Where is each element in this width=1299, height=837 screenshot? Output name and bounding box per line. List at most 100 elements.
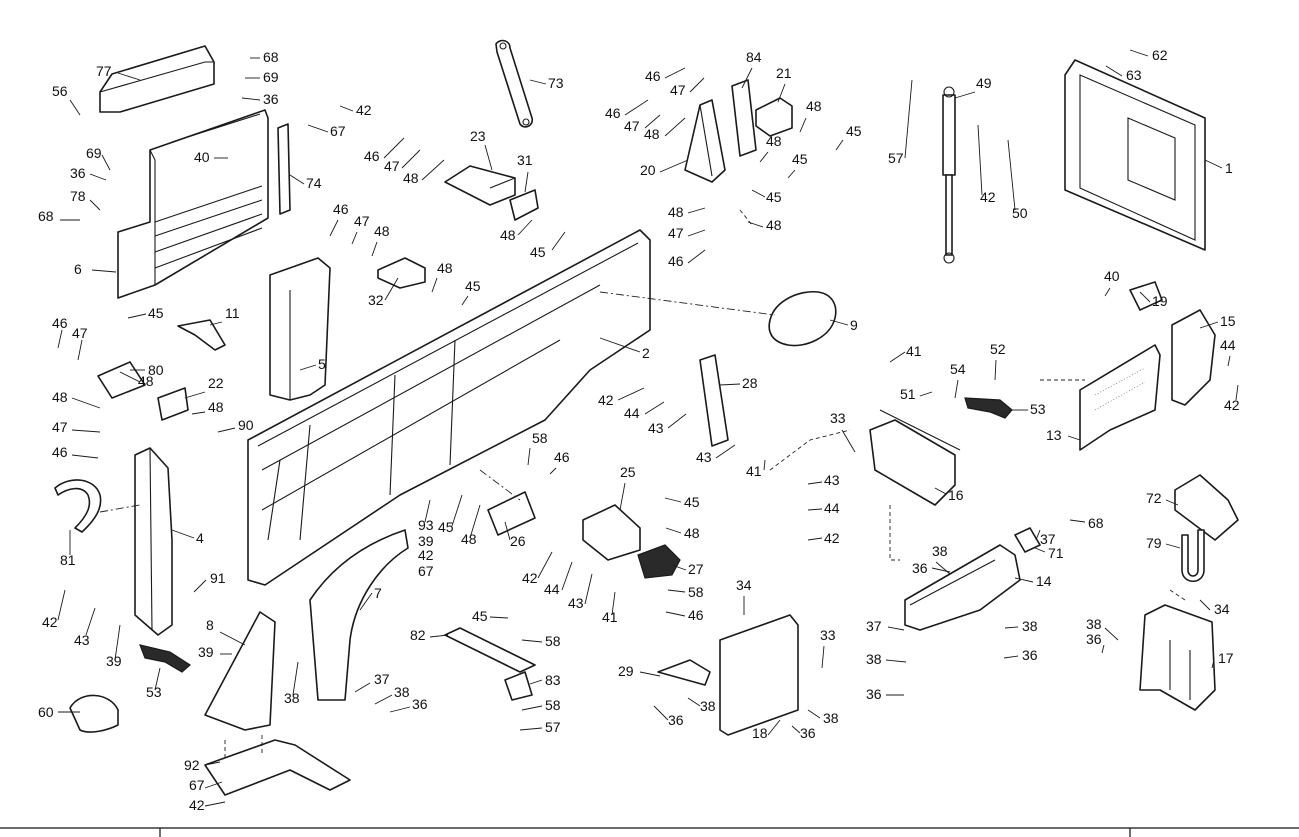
callout-69: 69 xyxy=(263,69,279,85)
callout-leader-44 xyxy=(807,508,823,511)
callout-leader-58 xyxy=(521,705,543,711)
callout-leader-37 xyxy=(887,626,905,631)
part-21-angle xyxy=(755,97,793,137)
callout-20: 20 xyxy=(640,162,656,178)
callout-43: 43 xyxy=(74,632,90,648)
callout-69: 69 xyxy=(86,145,102,161)
callout-leader-41 xyxy=(889,351,906,363)
part-83-bracket xyxy=(504,671,533,701)
part-17-guard-plate xyxy=(1139,604,1216,711)
callout-47: 47 xyxy=(72,325,88,341)
callout-leader-93 xyxy=(424,499,431,523)
part-4-side-post xyxy=(134,447,173,636)
callout-42: 42 xyxy=(980,189,996,205)
part-92-base-plate xyxy=(204,739,351,796)
callout-leader-82 xyxy=(429,634,449,638)
part-77-cushion xyxy=(99,45,215,113)
callout-leader-42 xyxy=(537,551,553,579)
callout-leader-41 xyxy=(763,459,766,471)
callout-36: 36 xyxy=(1022,647,1038,663)
callout-leader-46 xyxy=(665,611,686,617)
callout-leader-44 xyxy=(561,561,573,591)
callout-leader-48 xyxy=(687,207,706,214)
callout-leader-8 xyxy=(219,631,246,646)
callout-48: 48 xyxy=(374,223,390,239)
callout-leader-45 xyxy=(835,139,844,151)
callout-leader-90 xyxy=(217,427,236,433)
callout-leader-42 xyxy=(204,801,226,807)
callout-leader-69 xyxy=(101,154,111,171)
callout-leader-36 xyxy=(931,567,951,573)
part-74-rail xyxy=(277,123,291,215)
callout-48: 48 xyxy=(500,227,516,243)
callout-leader-6 xyxy=(91,269,117,273)
part-49-gas-strut xyxy=(942,86,956,264)
callout-79: 79 xyxy=(1146,535,1162,551)
callout-58: 58 xyxy=(688,584,704,600)
callout-36: 36 xyxy=(866,686,882,702)
callout-leader-40 xyxy=(1104,287,1111,297)
callout-leader-47 xyxy=(401,149,421,169)
part-25-bracket xyxy=(582,504,641,561)
callout-leader-47 xyxy=(351,231,358,245)
callout-45: 45 xyxy=(766,189,782,205)
callout-78: 78 xyxy=(70,188,86,204)
callout-11: 11 xyxy=(225,305,240,321)
callout-leader-74 xyxy=(289,174,305,185)
callout-leader-23 xyxy=(484,144,493,171)
callout-45: 45 xyxy=(792,151,808,167)
part-13-cover xyxy=(1079,344,1161,451)
callout-leader-42 xyxy=(1235,384,1239,401)
callout-28: 28 xyxy=(742,375,758,391)
part-53-latch-right xyxy=(964,397,1013,419)
callout-46: 46 xyxy=(645,68,661,84)
callout-leader-46 xyxy=(71,454,99,459)
callout-34: 34 xyxy=(1214,601,1230,617)
part-8-gusset xyxy=(204,611,276,731)
callout-leader-38 xyxy=(885,659,907,663)
callout-80: 80 xyxy=(148,362,164,378)
callout-49: 49 xyxy=(976,75,992,91)
callout-leader-9 xyxy=(829,319,849,326)
callout-23: 23 xyxy=(470,128,486,144)
callout-2: 2 xyxy=(642,345,650,361)
callout-leader-50 xyxy=(1007,139,1016,211)
callout-leader-38 xyxy=(1004,626,1019,629)
callout-46: 46 xyxy=(52,444,68,460)
callout-83: 83 xyxy=(545,672,561,688)
callout-42: 42 xyxy=(522,570,538,586)
callout-44: 44 xyxy=(544,581,560,597)
callout-13: 13 xyxy=(1046,427,1062,443)
part-72-bracket xyxy=(1174,474,1239,541)
part-19-hinge xyxy=(1129,281,1163,311)
callout-48: 48 xyxy=(138,373,154,389)
callout-leader-42 xyxy=(977,124,983,196)
callout-leader-43 xyxy=(584,573,593,605)
callout-34: 34 xyxy=(736,577,752,593)
callout-57: 57 xyxy=(888,150,904,166)
callout-leader-36 xyxy=(653,705,669,721)
part-11-bracket xyxy=(177,319,226,351)
part-23-bracket xyxy=(444,165,516,206)
callout-leader-46 xyxy=(57,329,63,349)
callout-leader-48 xyxy=(469,504,481,539)
callout-46: 46 xyxy=(364,148,380,164)
callout-50: 50 xyxy=(1012,205,1028,221)
callout-40: 40 xyxy=(1104,268,1120,284)
callout-leader-83 xyxy=(529,679,543,685)
callout-leader-28 xyxy=(719,383,741,386)
callout-leader-34 xyxy=(1199,599,1211,611)
callout-leader-47 xyxy=(687,229,706,237)
callout-leader-45 xyxy=(751,189,766,198)
callout-leader-42 xyxy=(807,537,823,541)
callout-56: 56 xyxy=(52,83,68,99)
callout-leader-43 xyxy=(667,413,687,429)
callout-leader-73 xyxy=(529,79,547,85)
callout-leader-36 xyxy=(1101,644,1105,654)
part-82-rail xyxy=(444,627,536,673)
callout-leader-46 xyxy=(664,67,686,79)
callout-42: 42 xyxy=(824,530,840,546)
callout-38: 38 xyxy=(1086,616,1102,632)
callout-48: 48 xyxy=(668,204,684,220)
callout-leader-38 xyxy=(1104,627,1119,641)
